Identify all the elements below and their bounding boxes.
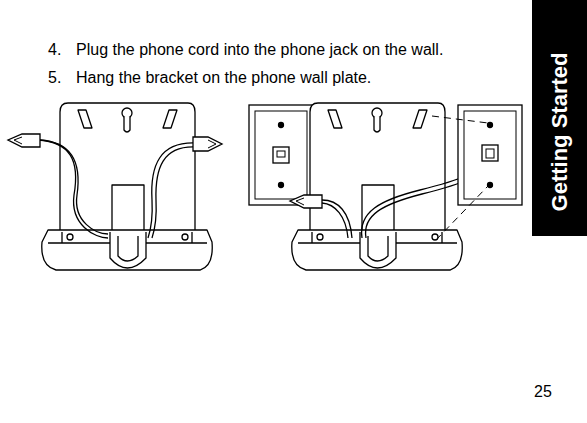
section-tab-title: Getting Started (547, 53, 573, 212)
wall-plate-connected (458, 105, 522, 205)
page-number: 25 (534, 382, 552, 401)
wall-plate (249, 105, 313, 205)
alignment-lines (432, 116, 488, 240)
section-tab (532, 0, 587, 236)
step-number: 5. (48, 68, 61, 87)
step-number: 4. (48, 40, 61, 59)
bracket-left (8, 103, 222, 270)
step-text: Hang the bracket on the phone wall plate… (76, 68, 371, 87)
step-text: Plug the phone cord into the phone jack … (76, 40, 443, 59)
